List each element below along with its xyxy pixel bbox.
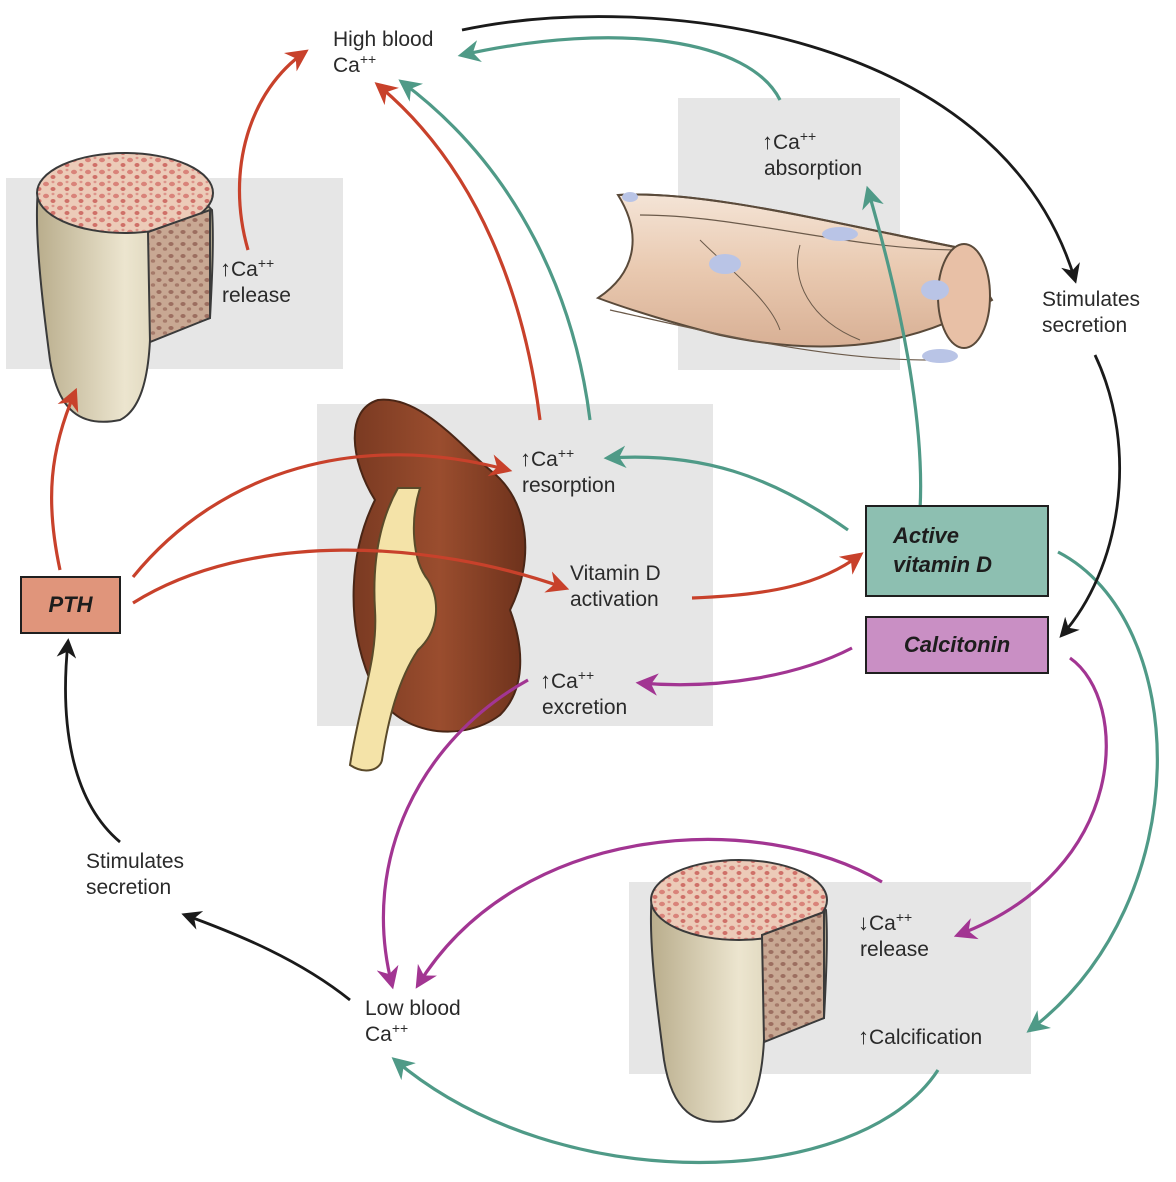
pth-label: PTH — [49, 592, 93, 618]
bone-illustration-bottom — [651, 860, 827, 1122]
intestine-illustration — [598, 192, 992, 363]
ca-excretion-label: ↑Ca++ excretion — [540, 668, 627, 721]
arrow-vitd-activation-to-vitd — [692, 555, 860, 598]
up-arrow-icon: ↑ — [762, 129, 773, 154]
high-blood-ca-label: High blood Ca++ — [333, 27, 433, 79]
vitamin-d-label-line2: vitamin D — [893, 550, 1047, 579]
calcitonin-box: Calcitonin — [865, 616, 1049, 674]
arrow-stimulates-to-pth — [66, 642, 120, 842]
stimulates-secretion-left-label: Stimulates secretion — [86, 849, 184, 901]
arrow-low-blood-to-stimulates — [185, 915, 350, 1000]
arrow-resorption-to-high-blood-red — [378, 85, 540, 420]
active-vitamin-d-box: Active vitamin D — [865, 505, 1049, 597]
vitamin-d-activation-label: Vitamin D activation — [570, 561, 661, 613]
arrow-vitd-to-calcification — [1030, 552, 1157, 1030]
vitamin-d-label-line1: Active — [893, 521, 1047, 550]
calcification-label: ↑Calcification — [858, 1024, 982, 1051]
calcitonin-label: Calcitonin — [904, 632, 1010, 658]
stimulates-secretion-right-label: Stimulates secretion — [1042, 287, 1140, 339]
up-arrow-icon: ↑ — [858, 1024, 869, 1049]
up-arrow-icon: ↑ — [520, 446, 531, 471]
bone-ca-release-label: ↑Ca++ release — [220, 256, 291, 309]
bone-illustration-top — [37, 153, 213, 422]
up-arrow-icon: ↑ — [540, 668, 551, 693]
up-arrow-icon: ↑ — [220, 256, 231, 281]
arrow-absorption-to-high-blood — [462, 38, 780, 100]
arrow-stimulates-to-calcitonin — [1062, 355, 1120, 635]
ca-absorption-label: ↑Ca++ absorption — [762, 129, 862, 182]
arrow-pth-to-bone — [52, 392, 75, 570]
ca-resorption-label: ↑Ca++ resorption — [520, 446, 615, 499]
ca-release-decrease-label: ↓Ca++ release — [858, 910, 929, 963]
down-arrow-icon: ↓ — [858, 910, 869, 935]
low-blood-ca-label: Low blood Ca++ — [365, 996, 461, 1048]
pth-box: PTH — [20, 576, 121, 634]
